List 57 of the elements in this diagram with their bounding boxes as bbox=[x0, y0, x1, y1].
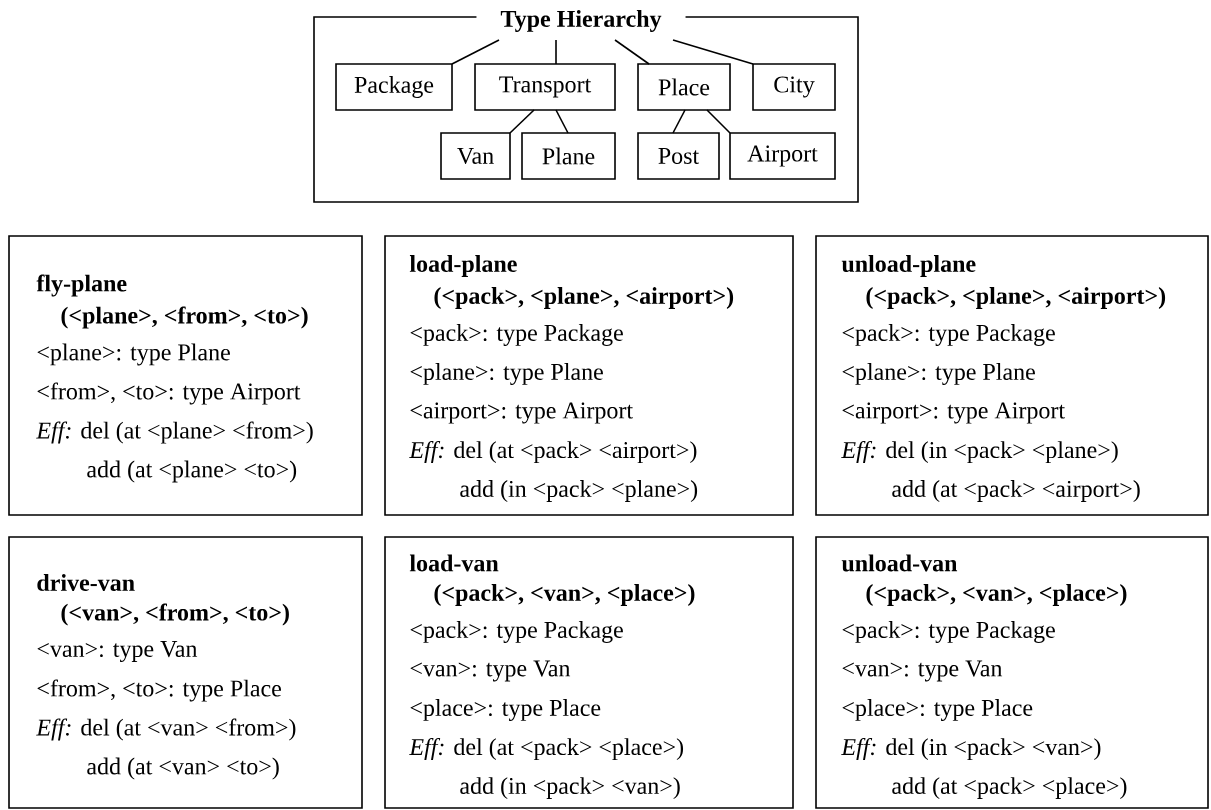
type-line: <plane>: type Plane bbox=[410, 363, 603, 385]
connector-line bbox=[555, 39, 557, 65]
parameter-list: (<pack>, <plane>, <airport>) bbox=[434, 287, 734, 309]
effect-line: Eff: del (at <pack> <place>) bbox=[409, 738, 684, 760]
type-box: City bbox=[752, 63, 836, 111]
type-box: Post bbox=[637, 132, 720, 180]
parameter-list: (<pack>, <van>, <place>) bbox=[434, 584, 695, 606]
type-box: Plane bbox=[521, 132, 616, 180]
connector-line bbox=[509, 109, 535, 134]
operator-name: fly-plane bbox=[36, 274, 127, 297]
type-box: Van bbox=[440, 132, 511, 180]
effect-line: add (in <pack> <plane>) bbox=[460, 480, 698, 502]
effect-line: Eff: del (in <pack> <plane>) bbox=[841, 441, 1118, 463]
connector-line bbox=[672, 109, 686, 134]
effect-line: Eff: del (at <pack> <airport>) bbox=[409, 441, 697, 463]
operator-name: unload-van bbox=[841, 554, 958, 572]
type-line: <from>, <to>: type Airport bbox=[37, 382, 301, 405]
type-line: <pack>: type Package bbox=[842, 324, 1055, 346]
parameter-list: (<pack>, <plane>, <airport>) bbox=[866, 287, 1166, 309]
effect-line: add (at <pack> <place>) bbox=[892, 777, 1127, 799]
type-line: <plane>: type Plane bbox=[842, 363, 1035, 385]
type-line: <pack>: type Package bbox=[410, 621, 623, 643]
effect-line: add (in <pack> <van>) bbox=[460, 777, 680, 799]
connector-line bbox=[706, 109, 731, 134]
effect-line: add (at <pack> <airport>) bbox=[892, 480, 1140, 502]
operator-name: load-van bbox=[409, 554, 499, 572]
operator-name: unload-plane bbox=[841, 255, 976, 277]
connector-line bbox=[614, 39, 650, 65]
operator-name: drive-van bbox=[37, 574, 135, 591]
type-line: <place>: type Place bbox=[410, 699, 601, 721]
type-line: <van>: type Van bbox=[410, 660, 571, 682]
type-line: <van>: type Van bbox=[37, 641, 198, 662]
type-line: <airport>: type Airport bbox=[842, 402, 1065, 424]
type-line: <plane>: type Plane bbox=[37, 343, 230, 366]
type-box: Place bbox=[637, 63, 731, 111]
parameter-list: (<van>, <from>, <to>) bbox=[61, 603, 289, 626]
type-box: Package bbox=[335, 63, 453, 111]
type-box: Transport bbox=[474, 63, 616, 111]
parameter-list: (<plane>, <from>, <to>) bbox=[61, 306, 308, 329]
connector-line bbox=[555, 109, 569, 134]
connector-line bbox=[451, 39, 500, 65]
type-line: <airport>: type Airport bbox=[410, 402, 633, 424]
operator-name: load-plane bbox=[409, 255, 517, 277]
type-line: <from>, <to>: type Place bbox=[37, 679, 281, 702]
type-line: <pack>: type Package bbox=[842, 621, 1055, 643]
parameter-list: (<pack>, <van>, <place>) bbox=[866, 584, 1127, 606]
type-line: <place>: type Place bbox=[842, 699, 1033, 721]
box-title: Type Hierarchy bbox=[476, 8, 686, 34]
effect-line: Eff: del (at <plane> <from>) bbox=[36, 421, 313, 444]
connector-line bbox=[672, 39, 754, 65]
effect-line: add (at <plane> <to>) bbox=[87, 460, 297, 483]
type-line: <van>: type Van bbox=[842, 660, 1003, 682]
type-line: <pack>: type Package bbox=[410, 324, 623, 346]
effect-line: Eff: del (in <pack> <van>) bbox=[841, 738, 1101, 760]
type-box: Airport bbox=[729, 132, 836, 180]
effect-line: add (at <van> <to>) bbox=[87, 757, 279, 780]
effect-line: Eff: del (at <van> <from>) bbox=[36, 718, 296, 741]
